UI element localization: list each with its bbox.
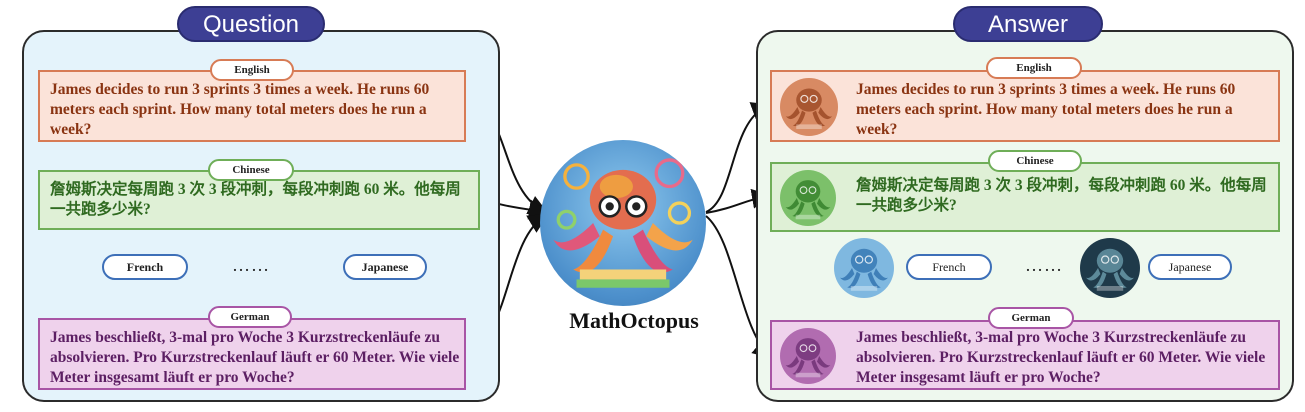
question-german-tag: German	[208, 306, 292, 328]
octopus-icon	[785, 87, 833, 130]
answer-german-text: James beschließt, 3-mal pro Woche 3 Kurz…	[856, 329, 1266, 386]
chinese-octopus-avatar	[780, 170, 836, 226]
octopus-icon	[1085, 248, 1135, 292]
question-chinese-tag: Chinese	[208, 159, 294, 181]
question-ellipsis: ……	[232, 255, 270, 275]
answer-french-pill: French	[906, 254, 992, 280]
answer-ellipsis: ……	[1025, 255, 1063, 275]
question-japanese-pill: Japanese	[343, 254, 427, 280]
octopus-icon	[839, 248, 889, 292]
question-english-tag: English	[210, 59, 294, 81]
question-title: Question	[177, 6, 325, 42]
answer-chinese-box: 詹姆斯决定每周跑 3 次 3 段冲刺，每段冲刺跑 60 米。他每周一共跑多少米?	[770, 162, 1280, 232]
question-french-pill: French	[102, 254, 188, 280]
answer-title: Answer	[953, 6, 1103, 42]
mathoctopus-logo	[540, 140, 706, 306]
octopus-icon	[785, 337, 831, 378]
question-german-box: James beschließt, 3-mal pro Woche 3 Kurz…	[38, 318, 466, 390]
model-name: MathOctopus	[569, 308, 699, 333]
octopus-icon	[553, 158, 693, 288]
german-octopus-avatar	[780, 328, 836, 384]
octopus-icon	[785, 179, 831, 220]
answer-chinese-text: 詹姆斯决定每周跑 3 次 3 段冲刺，每段冲刺跑 60 米。他每周一共跑多少米?	[856, 177, 1267, 214]
french-octopus-avatar	[834, 238, 894, 298]
question-german-text: James beschließt, 3-mal pro Woche 3 Kurz…	[50, 329, 460, 386]
answer-german-tag: German	[988, 307, 1074, 329]
question-chinese-text: 詹姆斯决定每周跑 3 次 3 段冲刺，每段冲刺跑 60 米。他每周一共跑多少米?	[50, 181, 461, 218]
japanese-octopus-avatar	[1080, 238, 1140, 298]
english-octopus-avatar	[780, 78, 838, 136]
answer-english-text: James decides to run 3 sprints 3 times a…	[856, 81, 1236, 138]
answer-japanese-pill: Japanese	[1148, 254, 1232, 280]
answer-chinese-tag: Chinese	[988, 150, 1082, 172]
answer-english-tag: English	[986, 57, 1082, 79]
answer-german-box: James beschließt, 3-mal pro Woche 3 Kurz…	[770, 320, 1280, 390]
answer-english-box: James decides to run 3 sprints 3 times a…	[770, 70, 1280, 142]
question-english-text: James decides to run 3 sprints 3 times a…	[50, 81, 430, 138]
